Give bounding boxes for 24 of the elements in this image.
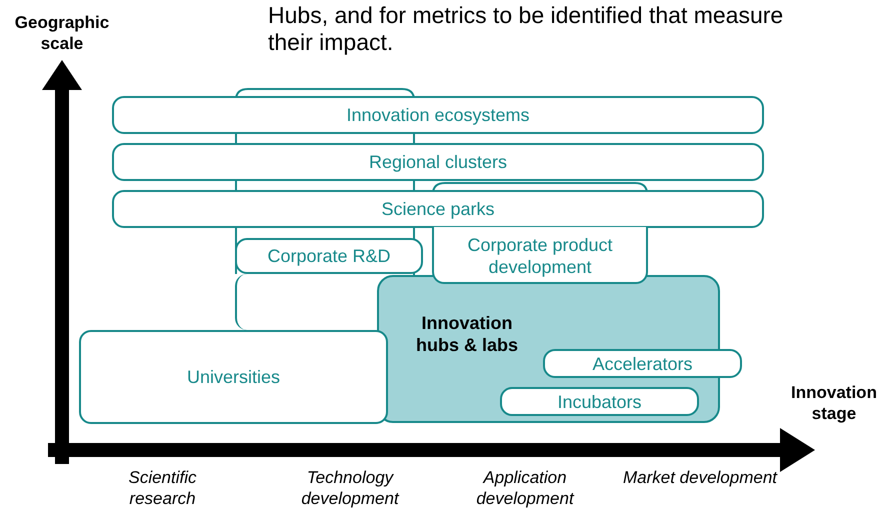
box-label: Corporate product development — [466, 234, 614, 278]
stage-label: Scientific research — [127, 467, 198, 509]
process-box — [112, 143, 764, 181]
stage-label: Technology development — [300, 467, 400, 509]
stage-label: Market development — [622, 467, 778, 488]
process-box — [79, 330, 388, 424]
box-label: Science parks — [381, 198, 495, 220]
box-label: Corporate R&D — [267, 245, 391, 267]
stage-label: Application development — [475, 467, 576, 509]
process-box — [432, 227, 648, 284]
box-label: Accelerators — [592, 352, 693, 374]
axis-title: Innovation stage — [790, 382, 878, 424]
box-label: Incubators — [557, 390, 642, 412]
axis-title: Geographic scale — [14, 12, 110, 54]
box-label: Universities — [186, 366, 280, 388]
process-box — [112, 190, 764, 228]
box-label: Innovation ecosystems — [346, 104, 530, 126]
panel-heading: Innovation hubs & labs — [414, 312, 519, 356]
process-box — [500, 387, 699, 416]
process-box — [112, 96, 764, 134]
box-label: Regional clusters — [368, 151, 508, 173]
process-box — [235, 238, 423, 274]
process-box — [543, 349, 742, 378]
intro-text: Hubs, and for metrics to be identified that measure their impact. — [268, 2, 784, 56]
